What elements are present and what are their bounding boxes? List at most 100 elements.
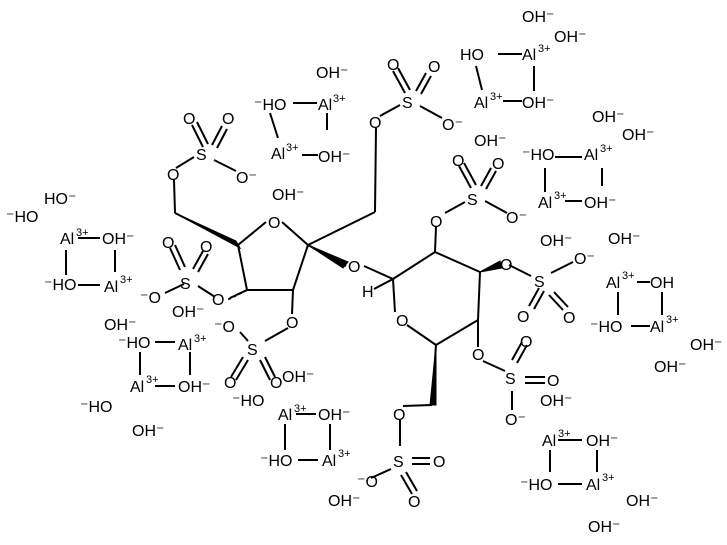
- hydroxide-label: OH⁻: [104, 317, 136, 334]
- hydroxide-label: OH⁻: [690, 337, 722, 354]
- hydroxide-label: OH⁻: [102, 231, 134, 248]
- hydroxide-label: ⁻HO: [118, 335, 150, 352]
- hydroxide-label: OH⁻: [588, 519, 620, 536]
- al-hydroxide-cluster: OH⁻ Al 3+ OH⁻ ⁻HO Al 3+ OH⁻ OH⁻: [520, 393, 658, 536]
- sulfonyl-oxygen: O: [408, 494, 420, 511]
- aluminum-atom: Al: [130, 379, 144, 396]
- hydroxide-label: OH⁻: [316, 65, 348, 82]
- hydroxide-label: OH⁻: [626, 493, 658, 510]
- sulfate-ester-oxygen: O: [286, 315, 298, 332]
- charge-label: 3+: [286, 142, 299, 154]
- hydroxide-label: OH⁻: [318, 407, 350, 424]
- wedge-bonds: [174, 212, 503, 406]
- hydroxide-label: ⁻HO: [520, 477, 552, 494]
- hydroxide-label: ⁻HO: [254, 97, 286, 114]
- hydroxide-label: ⁻HO: [80, 399, 112, 416]
- sulfonyl-oxygen: O: [270, 375, 282, 392]
- sulfate-anion-oxygen: O⁻: [506, 210, 527, 227]
- hydroxide-label: OH⁻: [584, 195, 616, 212]
- sulfate-ester-oxygen: O: [393, 407, 405, 424]
- hydroxide-label: OH: [650, 275, 674, 292]
- sulfonyl-oxygen: O: [222, 111, 234, 128]
- hydroxide-label: ⁻HO: [44, 277, 76, 294]
- charge-label: 3+: [666, 314, 679, 326]
- sulfate-anion-oxygen: O⁻: [505, 412, 526, 429]
- charge-label: 3+: [558, 428, 571, 440]
- hydroxide-label: OH⁻: [654, 359, 686, 376]
- sulfate-ester-oxygen: O: [500, 257, 512, 274]
- hydroxide-label: OH⁻: [474, 133, 506, 150]
- aluminum-atom: Al: [474, 95, 488, 112]
- hydroxide-label: ⁻HO: [232, 393, 264, 410]
- sulfonyl-oxygen: O: [428, 59, 440, 76]
- hydroxide-label: OH⁻: [592, 109, 624, 126]
- charge-label: 3+: [622, 270, 635, 282]
- sulfur-atom: S: [393, 454, 404, 471]
- hydroxide-label: OH⁻: [522, 95, 554, 112]
- hydroxide-label: HO: [460, 47, 484, 64]
- sulfur-atom: S: [180, 276, 191, 293]
- charge-label: 3+: [602, 472, 615, 484]
- charge-label: 3+: [490, 91, 503, 103]
- aluminum-atom: Al: [538, 195, 552, 212]
- al-hydroxide-cluster: OH⁻ OH⁻ ⁻HO Al 3+ Al 3+ OH⁻ OH⁻: [522, 109, 654, 250]
- hydroxide-label: OH⁻: [172, 304, 204, 321]
- sulfate-ester-oxygen: O: [167, 167, 179, 184]
- charge-label: 3+: [146, 374, 159, 386]
- al-hydroxide-cluster: HO⁻ ⁻HO Al 3+ OH⁻ ⁻HO Al 3+ OH⁻: [6, 191, 136, 334]
- sulfur-atom: S: [534, 274, 545, 291]
- aluminum-atom: Al: [278, 407, 292, 424]
- hydroxide-label: HO⁻: [44, 191, 76, 208]
- charge-label: 3+: [538, 43, 551, 55]
- sulfonyl-oxygen: O: [200, 239, 212, 256]
- sulfur-atom: S: [467, 192, 478, 209]
- furanose-ring-oxygen: O: [268, 215, 280, 232]
- sulfonyl-oxygen: O: [563, 310, 575, 327]
- aluminum-atom: Al: [60, 231, 74, 248]
- dashed-bonds: [226, 289, 248, 301]
- hydroxide-label: OH⁻: [282, 369, 314, 386]
- hydroxide-label: OH⁻: [132, 423, 164, 440]
- sulfonyl-oxygen: O: [162, 235, 174, 252]
- sulfate-anion-oxygen: ⁻O: [357, 474, 378, 491]
- sulfate-anion-oxygen: O⁻: [236, 170, 257, 187]
- hydroxide-label: OH⁻: [586, 433, 618, 450]
- hydroxide-label: OH⁻: [608, 231, 640, 248]
- sulfate-anion-oxygen: ⁻O: [140, 290, 161, 307]
- sulfate-anion-oxygen: ⁻O: [214, 319, 235, 336]
- hydroxide-label: OH⁻: [622, 127, 654, 144]
- glycosidic-oxygen: O: [348, 259, 360, 276]
- hydroxide-label: ⁻HO: [260, 453, 292, 470]
- sulfonyl-oxygen: O: [492, 156, 504, 173]
- sulfonyl-oxygen: O: [387, 57, 399, 74]
- al-hydroxide-cluster: OH⁻ Al 3+ OH ⁻HO Al 3+ OH⁻ OH⁻: [590, 231, 722, 376]
- aluminum-atom: Al: [542, 433, 556, 450]
- sulfur-atom: S: [402, 95, 413, 112]
- sulfonyl-oxygen: O: [520, 334, 532, 351]
- sulfate-ester-oxygen: O: [430, 214, 442, 231]
- sulfur-atom: S: [196, 147, 207, 164]
- charge-label: 3+: [294, 403, 307, 415]
- al-hydroxide-cluster: OH⁻ HO Al 3+ OH⁻ Al 3+ OH⁻ OH⁻: [460, 9, 586, 150]
- sulfur-atom: S: [505, 371, 516, 388]
- hydroxide-label: ⁻HO: [522, 147, 554, 164]
- charge-label: 3+: [76, 227, 89, 239]
- hydroxide-label: OH⁻: [328, 493, 360, 510]
- charge-label: 3+: [554, 190, 567, 202]
- sulfonyl-oxygen: O: [183, 111, 195, 128]
- hydroxide-label: OH⁻: [178, 379, 210, 396]
- hydroxide-label: ⁻HO: [590, 319, 622, 336]
- sulfonyl-oxygen: O: [547, 373, 559, 390]
- sulfate-groups: O S O O O⁻ O S O O O⁻ ⁻O S O O O O ⁻O S …: [140, 57, 595, 511]
- anomeric-hydrogen: H: [362, 284, 374, 301]
- sulfonyl-oxygen: O: [224, 375, 236, 392]
- aluminum-atom: Al: [584, 147, 598, 164]
- aluminum-atom: Al: [522, 47, 536, 64]
- hydroxide-label: OH⁻: [540, 393, 572, 410]
- sulfate-anion-oxygen: O⁻: [574, 251, 595, 268]
- aluminum-atom: Al: [104, 279, 118, 296]
- charge-label: 3+: [338, 448, 351, 460]
- aluminum-atom: Al: [650, 319, 664, 336]
- aluminum-atom: Al: [606, 275, 620, 292]
